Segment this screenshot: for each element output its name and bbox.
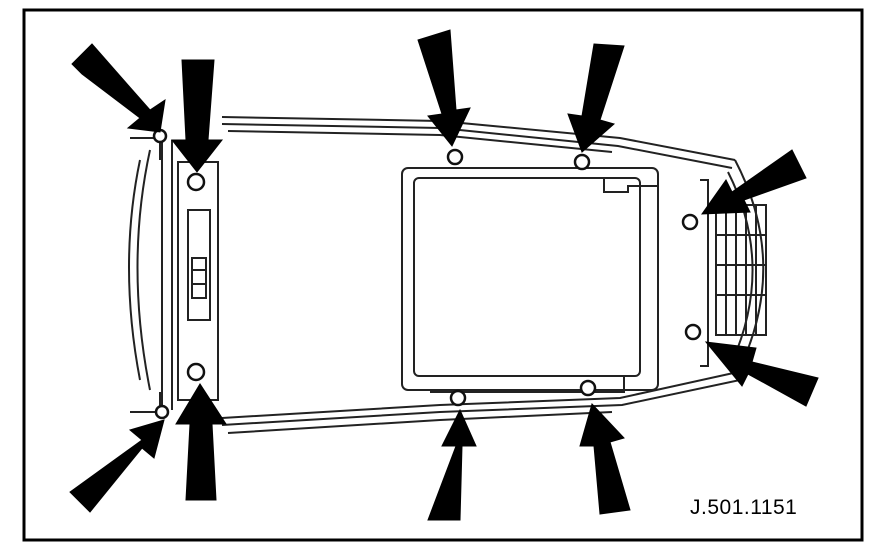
- frame-border: [22, 8, 864, 542]
- arrow-left-front-corner: [71, 43, 166, 133]
- arrow-plate-top-right: [567, 43, 625, 153]
- fastener-left-top: [186, 172, 206, 192]
- fasteners: [152, 128, 702, 420]
- arrow-right-top: [701, 149, 807, 215]
- arrow-left-bottom: [175, 383, 227, 501]
- fastener-plate-top-right: [573, 153, 591, 171]
- arrow-plate-top-left: [417, 29, 471, 147]
- arrow-right-bottom: [704, 341, 819, 407]
- arrow-left-rear-corner: [69, 419, 165, 513]
- fastener-plate-bottom-right: [579, 379, 597, 397]
- fastener-left-rear-corner: [154, 404, 170, 420]
- reference-code: J.501.1151: [690, 496, 798, 519]
- fastener-right-top: [681, 213, 699, 231]
- arrow-left-top: [170, 59, 224, 173]
- vehicle-outline: [128, 116, 767, 434]
- fastener-left-bottom: [186, 362, 206, 382]
- fastener-right-bottom: [684, 323, 702, 341]
- arrows: [69, 29, 819, 521]
- fastener-plate-top-left: [446, 148, 464, 166]
- fastener-plate-bottom-left: [449, 389, 467, 407]
- arrow-plate-bottom-right: [579, 403, 631, 515]
- arrow-plate-bottom-left: [427, 408, 477, 521]
